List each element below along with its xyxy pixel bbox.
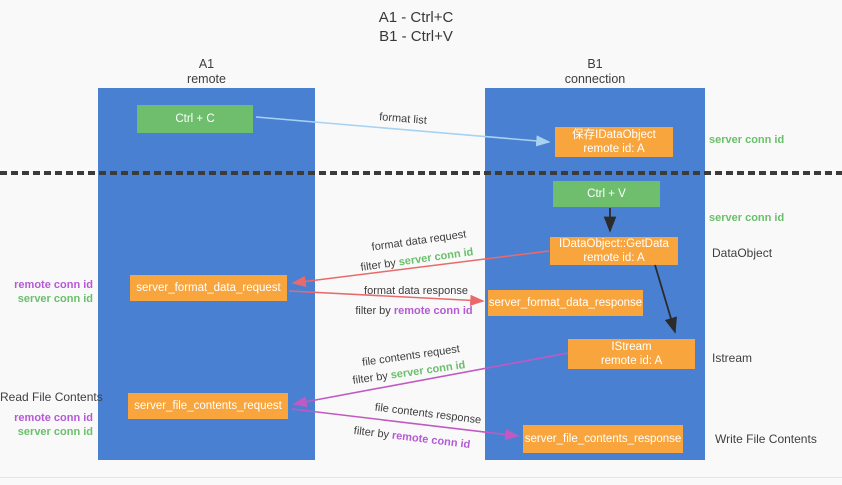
- remote-conn-id-text: remote conn id: [391, 429, 471, 452]
- server-conn-id-annotation-top: server conn id: [709, 134, 785, 146]
- read-file-contents-annotation: Read File Contents: [0, 390, 103, 404]
- getdata-remote-id: remote id: A: [583, 252, 645, 264]
- remote-conn-id-annotation-1: remote conn id: [14, 279, 93, 291]
- title-line-a1: A1 - Ctrl+C: [378, 9, 454, 26]
- istream-title: IStream: [611, 341, 652, 353]
- right-column-name: B1: [587, 57, 603, 71]
- server-format-data-request-node: server_format_data_request: [130, 275, 287, 301]
- istream-annotation: Istream: [712, 351, 753, 365]
- file-contents-response-arrow-label: file contents response: [374, 401, 482, 427]
- server-conn-id-annotation-1: server conn id: [17, 293, 93, 305]
- filter-by-text: filter by: [355, 305, 391, 317]
- save-idataobject-node: 保存IDataObject remote id: A: [555, 127, 673, 157]
- ctrl-c-label: Ctrl + C: [175, 113, 215, 125]
- left-column-name: A1: [198, 57, 215, 71]
- server-conn-id-text: server conn id: [397, 246, 475, 269]
- istream-node: IStream remote id: A: [568, 339, 695, 369]
- left-column-role: remote: [187, 72, 226, 86]
- filter-by-text: filter by: [353, 424, 390, 442]
- istream-remote-id: remote id: A: [600, 355, 663, 367]
- write-file-contents-annotation: Write File Contents: [715, 432, 817, 446]
- ctrl-v-label: Ctrl + V: [587, 188, 626, 200]
- server-conn-id-annotation-2: server conn id: [17, 426, 93, 438]
- right-column-header: B1 connection: [485, 57, 705, 87]
- right-column-role: connection: [564, 72, 626, 86]
- server-format-data-request-label: server_format_data_request: [136, 282, 281, 294]
- format-list-arrow-label: format list: [378, 111, 428, 127]
- ctrl-v-node: Ctrl + V: [553, 181, 660, 207]
- server-file-contents-request-node: server_file_contents_request: [128, 393, 288, 419]
- format-data-response-arrow-label: format data response: [364, 285, 468, 297]
- getdata-title: IDataObject::GetData: [559, 238, 669, 250]
- remote-conn-id-annotation-2: remote conn id: [14, 412, 93, 424]
- dataobject-annotation: DataObject: [712, 246, 773, 260]
- server-format-data-response-label: server_format_data_response: [488, 297, 643, 309]
- save-idataobject-title: 保存IDataObject: [572, 129, 656, 141]
- server-conn-id-annotation-mid: server conn id: [709, 212, 785, 224]
- diagram-title: A1 - Ctrl+C B1 - Ctrl+V: [316, 8, 516, 46]
- filter-by-text: filter by: [351, 370, 389, 387]
- left-column-header: A1 remote: [98, 57, 315, 87]
- title-line-b1: B1 - Ctrl+V: [379, 28, 453, 45]
- filter-by-text: filter by: [359, 257, 397, 274]
- server-file-contents-response-node: server_file_contents_response: [523, 425, 683, 453]
- getdata-node: IDataObject::GetData remote id: A: [550, 237, 678, 265]
- server-file-contents-response-label: server_file_contents_response: [524, 433, 682, 445]
- server-format-data-response-node: server_format_data_response: [488, 290, 643, 316]
- ctrl-c-node: Ctrl + C: [137, 105, 253, 133]
- save-idataobject-remote-id: remote id: A: [583, 143, 645, 155]
- remote-conn-id-text: remote conn id: [393, 305, 473, 317]
- server-file-contents-request-label: server_file_contents_request: [134, 400, 282, 412]
